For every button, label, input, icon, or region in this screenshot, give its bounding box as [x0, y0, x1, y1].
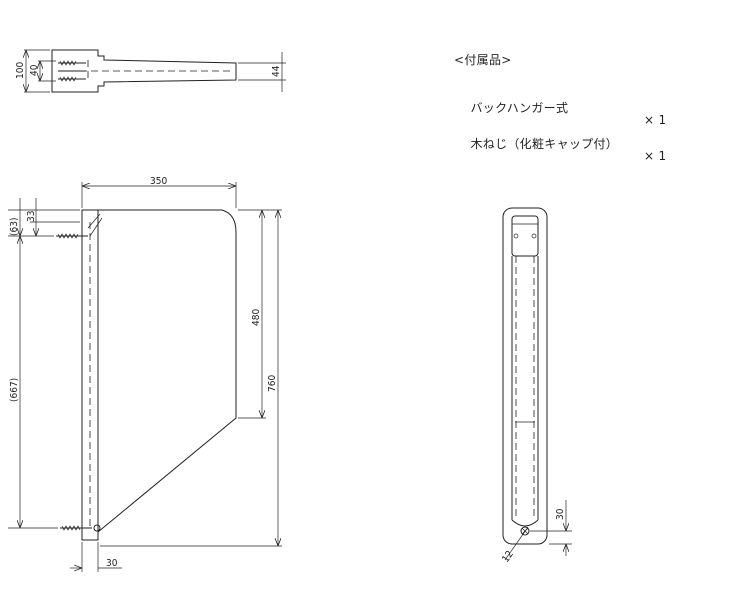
dim-top-offset: (63)	[9, 218, 20, 236]
accessories-heading: <付属品>	[454, 53, 512, 67]
dim-screw-dia: 12	[500, 549, 516, 565]
dim-width: 350	[150, 176, 167, 187]
dim-total-height: 760	[267, 375, 278, 392]
dim-top-tip: 44	[271, 65, 282, 77]
top-view: 100 40 44	[15, 49, 286, 93]
dim-top-height: 100	[15, 62, 26, 79]
front-view: 350 (63) 33 (667) 480 760 30	[8, 176, 282, 572]
dim-top-small: 33	[26, 211, 37, 222]
dim-upper-height: 480	[251, 309, 262, 326]
dim-side-bottom: 30	[555, 508, 566, 520]
accessory-item-qty: × 1	[644, 149, 667, 163]
accessory-item-name: バックハンガー式	[470, 101, 569, 115]
screw-icon	[60, 524, 101, 532]
accessories-note: <付属品> バックハンガー式 × 1 木ねじ（化粧キャップ付） × 1	[454, 30, 666, 162]
dim-screw-span: (667)	[9, 378, 20, 402]
dim-bottom-offset: 30	[106, 558, 118, 569]
dim-top-inner: 40	[29, 64, 40, 76]
accessory-item-name: 木ねじ（化粧キャップ付）	[470, 137, 619, 151]
screw-icon	[58, 60, 86, 82]
accessory-item-qty: × 1	[644, 113, 667, 127]
screw-icon	[56, 233, 88, 239]
side-view: 30 12	[500, 207, 572, 565]
